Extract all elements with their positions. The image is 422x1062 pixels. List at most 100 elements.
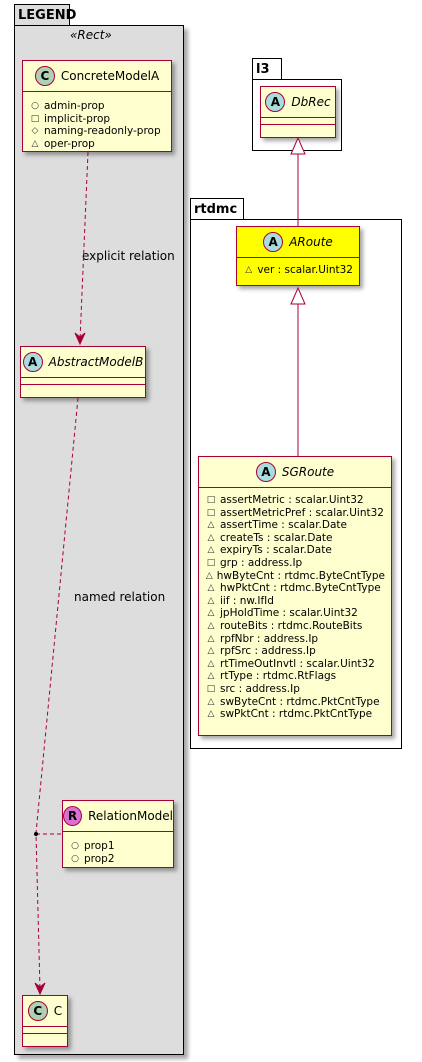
class-badge-icon: C: [34, 66, 55, 86]
package-visibility-icon: △: [207, 545, 215, 556]
package-visibility-icon: △: [31, 138, 39, 149]
abstract-badge-icon: A: [255, 462, 276, 482]
class-divider: [199, 487, 391, 494]
class-name: ConcreteModelA: [60, 69, 160, 83]
package-visibility-icon: △: [207, 620, 215, 631]
legend-package: [14, 25, 184, 1055]
attribute-text: createTs : scalar.Date: [220, 531, 333, 544]
concrete-model-a-class[interactable]: C ConcreteModelA ○ admin-prop □ implicit-p…: [22, 60, 172, 152]
attribute-row: ○ prop1: [69, 840, 167, 853]
package-visibility-icon: △: [207, 520, 215, 531]
package-visibility-icon: △: [207, 709, 215, 720]
class-attributes: ○prop1 ○prop2: [63, 838, 173, 869]
class-divider: [21, 377, 145, 384]
package-visibility-icon: △: [205, 570, 213, 581]
attribute-row: △ rpfSrc : address.Ip: [205, 645, 385, 658]
attribute-row: △ oper-prop: [29, 138, 165, 151]
aroute-class[interactable]: A ARoute △ver : scalar.Uint32: [236, 226, 360, 286]
attribute-text: implicit-prop: [44, 112, 111, 125]
attribute-row: □ src : address.Ip: [205, 683, 385, 696]
attribute-row: □ assertMetricPref : scalar.Uint32: [205, 507, 385, 520]
class-badge-icon: C: [27, 1001, 48, 1021]
attribute-row: ○ admin-prop: [29, 100, 165, 113]
attribute-text: admin-prop: [44, 100, 105, 112]
class-name: ARoute: [289, 235, 333, 249]
class-name: AbstractModelB: [48, 355, 144, 369]
package-visibility-icon: △: [207, 608, 215, 619]
attribute-text: assertTime : scalar.Date: [220, 519, 347, 532]
dbrec-class[interactable]: A DbRec: [260, 86, 336, 138]
private-visibility-icon: □: [30, 113, 40, 124]
package-visibility-icon: △: [207, 595, 215, 606]
attribute-text: naming-readonly-prop: [44, 125, 161, 138]
attribute-row: □grp : address.Ip: [205, 557, 385, 570]
class-header: A SGRoute: [199, 457, 391, 487]
class-name: SGRoute: [281, 465, 335, 479]
legend-stereotype: «Rect»: [70, 28, 112, 42]
attribute-text: rpfNbr : address.Ip: [220, 632, 319, 645]
attribute-row: △swPktCnt : rtdmc.PktCntType: [205, 708, 385, 721]
public-visibility-icon: ○: [31, 101, 39, 111]
attribute-row: △ expiryTs : scalar.Date: [205, 544, 385, 557]
class-divider: [63, 831, 173, 838]
c-class[interactable]: C C: [22, 995, 68, 1047]
attribute-row: □assertMetric : scalar.Uint32: [205, 494, 385, 507]
relation-model-class[interactable]: R RelationModel ○prop1 ○prop2: [62, 800, 174, 868]
sgroute-class[interactable]: A SGRoute □assertMetric : scalar.Uint32□…: [198, 456, 392, 736]
attribute-row: △jpHoldTime : scalar.Uint32: [205, 607, 385, 620]
package-visibility-icon: △: [207, 671, 215, 682]
abstract-model-b-class[interactable]: A AbstractModelB: [20, 346, 146, 398]
class-divider: [237, 257, 359, 264]
class-attributes: □assertMetric : scalar.Uint32□assertMetr…: [199, 494, 391, 725]
attribute-row: △swByteCnt : rtdmc.PktCntType: [205, 696, 385, 709]
attribute-text: grp : address.Ip: [220, 556, 303, 569]
class-divider: [23, 1026, 67, 1033]
explicit-relation-label: explicit relation: [82, 249, 175, 263]
attribute-text: assertMetricPref : scalar.Uint32: [220, 506, 384, 519]
class-header: C ConcreteModelA: [23, 61, 171, 91]
attribute-row: △ iif : nw.IfId: [205, 595, 385, 608]
package-visibility-icon: △: [207, 646, 215, 657]
class-header: A AbstractModelB: [21, 347, 145, 377]
private-visibility-icon: □: [206, 507, 216, 518]
relation-badge-icon: R: [63, 806, 83, 826]
attribute-row: △ routeBits : rtdmc.RouteBits: [205, 620, 385, 633]
class-divider: [23, 1033, 67, 1040]
rtdmc-package-name: rtdmc: [194, 202, 238, 217]
package-visibility-icon: △: [207, 696, 215, 707]
attribute-text: iif : nw.IfId: [220, 594, 274, 607]
attribute-text: oper-prop: [44, 137, 95, 150]
class-header: A ARoute: [237, 227, 359, 257]
protected-visibility-icon: ◇: [31, 126, 39, 137]
attribute-text: rtTimeOutInvtl : scalar.Uint32: [220, 657, 375, 670]
attribute-row: △createTs : scalar.Date: [205, 532, 385, 545]
public-visibility-icon: ○: [71, 853, 79, 864]
legend-package-name: LEGEND: [18, 8, 77, 23]
class-attributes: ○ admin-prop □ implicit-prop ◇ naming-reado…: [23, 98, 171, 154]
l3-package-name: l3: [256, 62, 270, 77]
class-divider: [261, 124, 335, 131]
attribute-row: ◇ naming-readonly-prop: [29, 125, 165, 138]
package-visibility-icon: △: [207, 583, 215, 594]
attribute-row: △hwByteCnt : rtdmc.ByteCntType: [205, 570, 385, 583]
public-visibility-icon: ○: [71, 841, 79, 851]
attribute-text: src : address.Ip: [220, 682, 300, 695]
attribute-text: prop1: [84, 840, 115, 852]
attribute-text: ver : scalar.Uint32: [257, 264, 353, 276]
attribute-row: △rpfNbr : address.Ip: [205, 633, 385, 646]
class-divider: [21, 384, 145, 391]
class-attributes: △ver : scalar.Uint32: [237, 264, 359, 281]
class-header: C C: [23, 996, 67, 1026]
attribute-row: △rtType : rtdmc.RtFlags: [205, 670, 385, 683]
class-divider: [23, 91, 171, 98]
legend-package-tab: LEGEND: [14, 4, 76, 26]
abstract-badge-icon: A: [265, 92, 286, 112]
private-visibility-icon: □: [206, 683, 216, 694]
rtdmc-package-tab: rtdmc: [190, 198, 244, 220]
abstract-badge-icon: A: [22, 352, 43, 372]
named-relation-label: named relation: [74, 590, 166, 604]
attribute-text: routeBits : rtdmc.RouteBits: [220, 619, 363, 632]
attribute-text: expiryTs : scalar.Date: [220, 544, 332, 557]
attribute-text: hwByteCnt : rtdmc.ByteCntType: [216, 569, 385, 582]
attribute-text: rpfSrc : address.Ip: [220, 645, 316, 658]
